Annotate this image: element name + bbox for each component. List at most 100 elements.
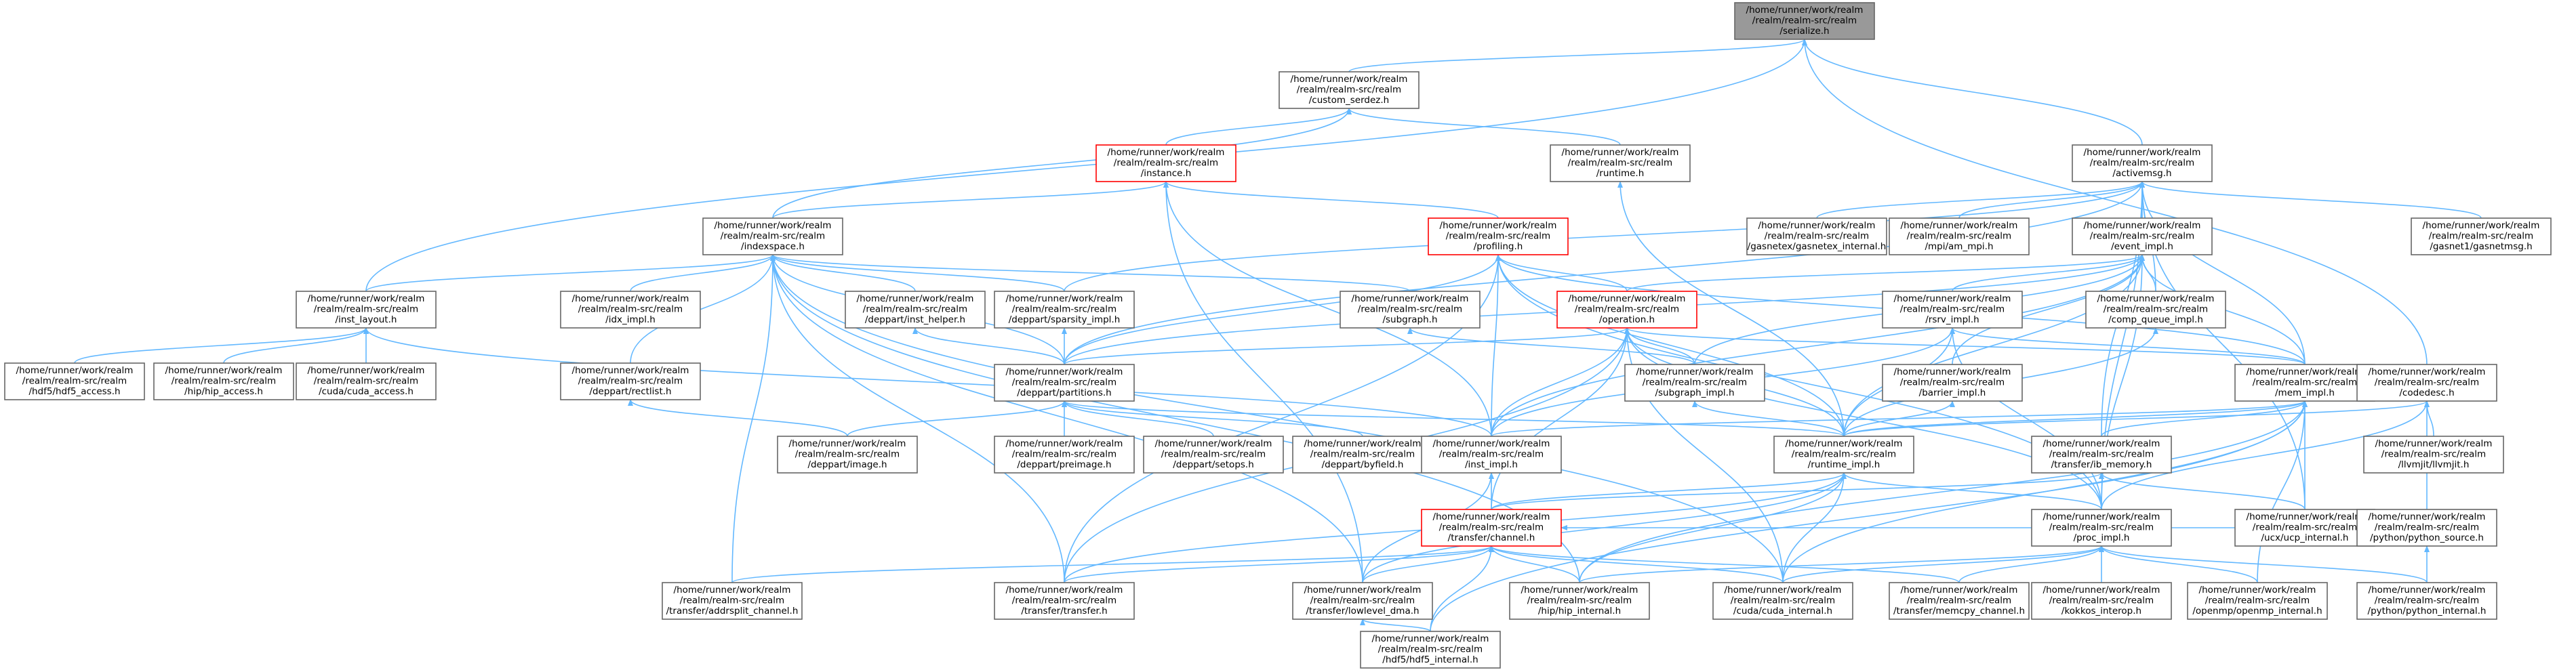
edge-rsrv_impl-to-event_impl bbox=[1952, 254, 2145, 292]
node-label-line: /realm/realm-src/realm bbox=[1161, 449, 1266, 460]
node-setops[interactable]: /home/runner/work/realm/realm/realm-src/… bbox=[1143, 436, 1284, 474]
node-label-line: /inst_impl.h bbox=[1465, 459, 1518, 470]
node-label-line: /realm/realm-src/realm bbox=[22, 376, 127, 387]
node-event_impl[interactable]: /home/runner/work/realm/realm/realm-src/… bbox=[2072, 217, 2213, 255]
node-label-line: /realm/realm-src/realm bbox=[1297, 85, 1401, 96]
node-rectlist[interactable]: /home/runner/work/realm/realm/realm-src/… bbox=[560, 362, 701, 400]
node-label-line: /home/runner/work/realm bbox=[1901, 585, 2018, 595]
node-subgraph[interactable]: /home/runner/work/realm/realm/realm-src/… bbox=[1340, 291, 1481, 329]
node-label-line: /realm/realm-src/realm bbox=[2375, 522, 2479, 533]
node-custom_serdez[interactable]: /home/runner/work/realm/realm/realm-src/… bbox=[1279, 71, 1420, 109]
node-memcpy_channel[interactable]: /home/runner/work/realm/realm/realm-src/… bbox=[1889, 582, 2030, 620]
node-ucp_internal[interactable]: /home/runner/work/realm/realm/realm-src/… bbox=[2234, 509, 2375, 547]
node-inst_impl[interactable]: /home/runner/work/realm/realm/realm-src/… bbox=[1421, 436, 1562, 474]
node-subgraph_impl[interactable]: /home/runner/work/realm/realm/realm-src/… bbox=[1624, 364, 1765, 402]
node-box bbox=[2234, 364, 2375, 402]
node-label-line: /realm/realm-src/realm bbox=[2049, 449, 2154, 460]
node-label-line: /comp_queue_impl.h bbox=[2108, 314, 2203, 325]
node-gasnetex_internal[interactable]: /home/runner/work/realm/realm/realm-src/… bbox=[1746, 217, 1887, 255]
node-runtime[interactable]: /home/runner/work/realm/realm/realm-src/… bbox=[1550, 144, 1691, 182]
node-operation[interactable]: /home/runner/work/realm/realm/realm-src/… bbox=[1556, 291, 1697, 329]
node-label-line: /home/runner/work/realm bbox=[2084, 147, 2201, 158]
node-label-line: /realm/realm-src/realm bbox=[1731, 595, 1835, 606]
node-label-line: /home/runner/work/realm bbox=[2369, 585, 2486, 595]
node-label-line: /home/runner/work/realm bbox=[308, 365, 425, 376]
node-label-line: /realm/realm-src/realm bbox=[2375, 377, 2479, 388]
node-box bbox=[296, 291, 437, 329]
node-label-line: /realm/realm-src/realm bbox=[2104, 304, 2208, 315]
node-box bbox=[1292, 436, 1433, 474]
node-indexspace[interactable]: /home/runner/work/realm/realm/realm-src/… bbox=[702, 217, 843, 255]
node-box bbox=[1428, 217, 1569, 255]
node-proc_impl[interactable]: /home/runner/work/realm/realm/realm-src/… bbox=[2031, 509, 2172, 547]
node-inst_helper[interactable]: /home/runner/work/realm/realm/realm-src/… bbox=[845, 291, 986, 329]
node-preimage[interactable]: /home/runner/work/realm/realm/realm-src/… bbox=[994, 436, 1135, 474]
node-openmp_internal[interactable]: /home/runner/work/realm/realm/realm-src/… bbox=[2187, 582, 2328, 620]
node-python_source[interactable]: /home/runner/work/realm/realm/realm-src/… bbox=[2356, 509, 2497, 547]
node-mem_impl[interactable]: /home/runner/work/realm/realm/realm-src/… bbox=[2234, 364, 2375, 402]
node-label-line: /home/runner/work/realm bbox=[572, 365, 689, 376]
node-label-line: /realm/realm-src/realm bbox=[1439, 449, 1544, 460]
edge-cuda_internal-to-proc_impl bbox=[1782, 545, 2104, 583]
node-runtime_impl[interactable]: /home/runner/work/realm/realm/realm-src/… bbox=[1773, 436, 1914, 474]
node-partitions[interactable]: /home/runner/work/realm/realm/realm-src/… bbox=[994, 364, 1135, 402]
node-label-line: /python/python_source.h bbox=[2370, 532, 2484, 543]
edge-profiling-to-instance bbox=[1163, 181, 1499, 219]
node-channel[interactable]: /home/runner/work/realm/realm/realm-src/… bbox=[1421, 509, 1562, 547]
node-profiling[interactable]: /home/runner/work/realm/realm/realm-src/… bbox=[1428, 217, 1569, 255]
node-comp_queue_impl[interactable]: /home/runner/work/realm/realm/realm-src/… bbox=[2085, 291, 2226, 329]
node-hip_internal[interactable]: /home/runner/work/realm/realm/realm-src/… bbox=[1509, 582, 1650, 620]
nodes: /home/runner/work/realm/realm/realm-src/… bbox=[4, 2, 2552, 669]
node-box bbox=[1746, 217, 1887, 255]
edge-proc_impl-to-codedesc bbox=[2101, 400, 2430, 510]
node-serialize[interactable]: /home/runner/work/realm/realm/realm-src/… bbox=[1734, 2, 1875, 40]
node-idx_impl[interactable]: /home/runner/work/realm/realm/realm-src/… bbox=[560, 291, 701, 329]
node-label-line: /operation.h bbox=[1599, 314, 1655, 325]
node-label-line: /realm/realm-src/realm bbox=[1752, 16, 1857, 26]
node-addrsplit_channel[interactable]: /home/runner/work/realm/realm/realm-src/… bbox=[662, 582, 803, 620]
edge-idx_impl-to-indexspace bbox=[630, 254, 776, 292]
node-label-line: /hip/hip_internal.h bbox=[1538, 606, 1621, 616]
node-python_internal[interactable]: /home/runner/work/realm/realm/realm-src/… bbox=[2356, 582, 2497, 620]
node-box bbox=[2356, 509, 2497, 547]
node-hip_access[interactable]: /home/runner/work/realm/realm/realm-src/… bbox=[153, 362, 294, 400]
node-label-line: /llvmjit/llvmjit.h bbox=[2398, 459, 2470, 470]
node-instance[interactable]: /home/runner/work/realm/realm/realm-src/… bbox=[1095, 144, 1236, 182]
node-label-line: /home/runner/work/realm bbox=[1521, 585, 1638, 595]
node-kokkos_interop[interactable]: /home/runner/work/realm/realm/realm-src/… bbox=[2031, 582, 2172, 620]
node-label-line: /idx_impl.h bbox=[605, 314, 656, 325]
edge-inst_helper-to-indexspace bbox=[770, 254, 916, 292]
node-image[interactable]: /home/runner/work/realm/realm/realm-src/… bbox=[777, 436, 918, 474]
node-barrier_impl[interactable]: /home/runner/work/realm/realm/realm-src/… bbox=[1882, 364, 2023, 402]
node-transfer[interactable]: /home/runner/work/realm/realm/realm-src/… bbox=[994, 582, 1135, 620]
node-cuda_access[interactable]: /home/runner/work/realm/realm/realm-src/… bbox=[296, 362, 437, 400]
node-box bbox=[702, 217, 843, 255]
node-ib_memory[interactable]: /home/runner/work/realm/realm/realm-src/… bbox=[2031, 436, 2172, 474]
node-label-line: /home/runner/work/realm bbox=[1006, 438, 1123, 449]
node-gasnetmsg[interactable]: /home/runner/work/realm/realm/realm-src/… bbox=[2411, 217, 2552, 255]
edge-channel-to-operation bbox=[1491, 327, 1630, 510]
node-label-line: /home/runner/work/realm bbox=[572, 293, 689, 304]
node-llvmjit[interactable]: /home/runner/work/realm/realm/realm-src/… bbox=[2363, 436, 2504, 474]
node-label-line: /codedesc.h bbox=[2399, 388, 2454, 398]
node-cuda_internal[interactable]: /home/runner/work/realm/realm/realm-src/… bbox=[1712, 582, 1853, 620]
node-am_mpi[interactable]: /home/runner/work/realm/realm/realm-src/… bbox=[1889, 217, 2030, 255]
node-label-line: /home/runner/work/realm bbox=[2084, 220, 2201, 231]
node-rsrv_impl[interactable]: /home/runner/work/realm/realm/realm-src/… bbox=[1882, 291, 2023, 329]
node-label-line: /transfer/transfer.h bbox=[1021, 606, 1107, 616]
node-sparsity_impl[interactable]: /home/runner/work/realm/realm/realm-src/… bbox=[994, 291, 1135, 329]
node-label-line: /home/runner/work/realm bbox=[1155, 438, 1272, 449]
edge-inst_impl-to-profiling bbox=[1491, 254, 1501, 437]
node-byfield[interactable]: /home/runner/work/realm/realm/realm-src/… bbox=[1292, 436, 1433, 474]
edge-memcpy_channel-to-proc_impl bbox=[1958, 545, 2104, 583]
node-lowlevel_dma[interactable]: /home/runner/work/realm/realm/realm-src/… bbox=[1292, 582, 1433, 620]
node-box bbox=[296, 362, 437, 400]
node-activemsg[interactable]: /home/runner/work/realm/realm/realm-src/… bbox=[2072, 144, 2213, 182]
node-codedesc[interactable]: /home/runner/work/realm/realm/realm-src/… bbox=[2356, 364, 2497, 402]
node-label-line: /home/runner/work/realm bbox=[2043, 438, 2160, 449]
node-inst_layout[interactable]: /home/runner/work/realm/realm/realm-src/… bbox=[296, 291, 437, 329]
node-label-line: /home/runner/work/realm bbox=[2375, 438, 2493, 449]
node-box bbox=[2356, 364, 2497, 402]
node-hdf5_internal[interactable]: /home/runner/work/realm/realm/realm-src/… bbox=[1360, 631, 1501, 669]
node-hdf5_access[interactable]: /home/runner/work/realm/realm/realm-src/… bbox=[4, 362, 145, 400]
